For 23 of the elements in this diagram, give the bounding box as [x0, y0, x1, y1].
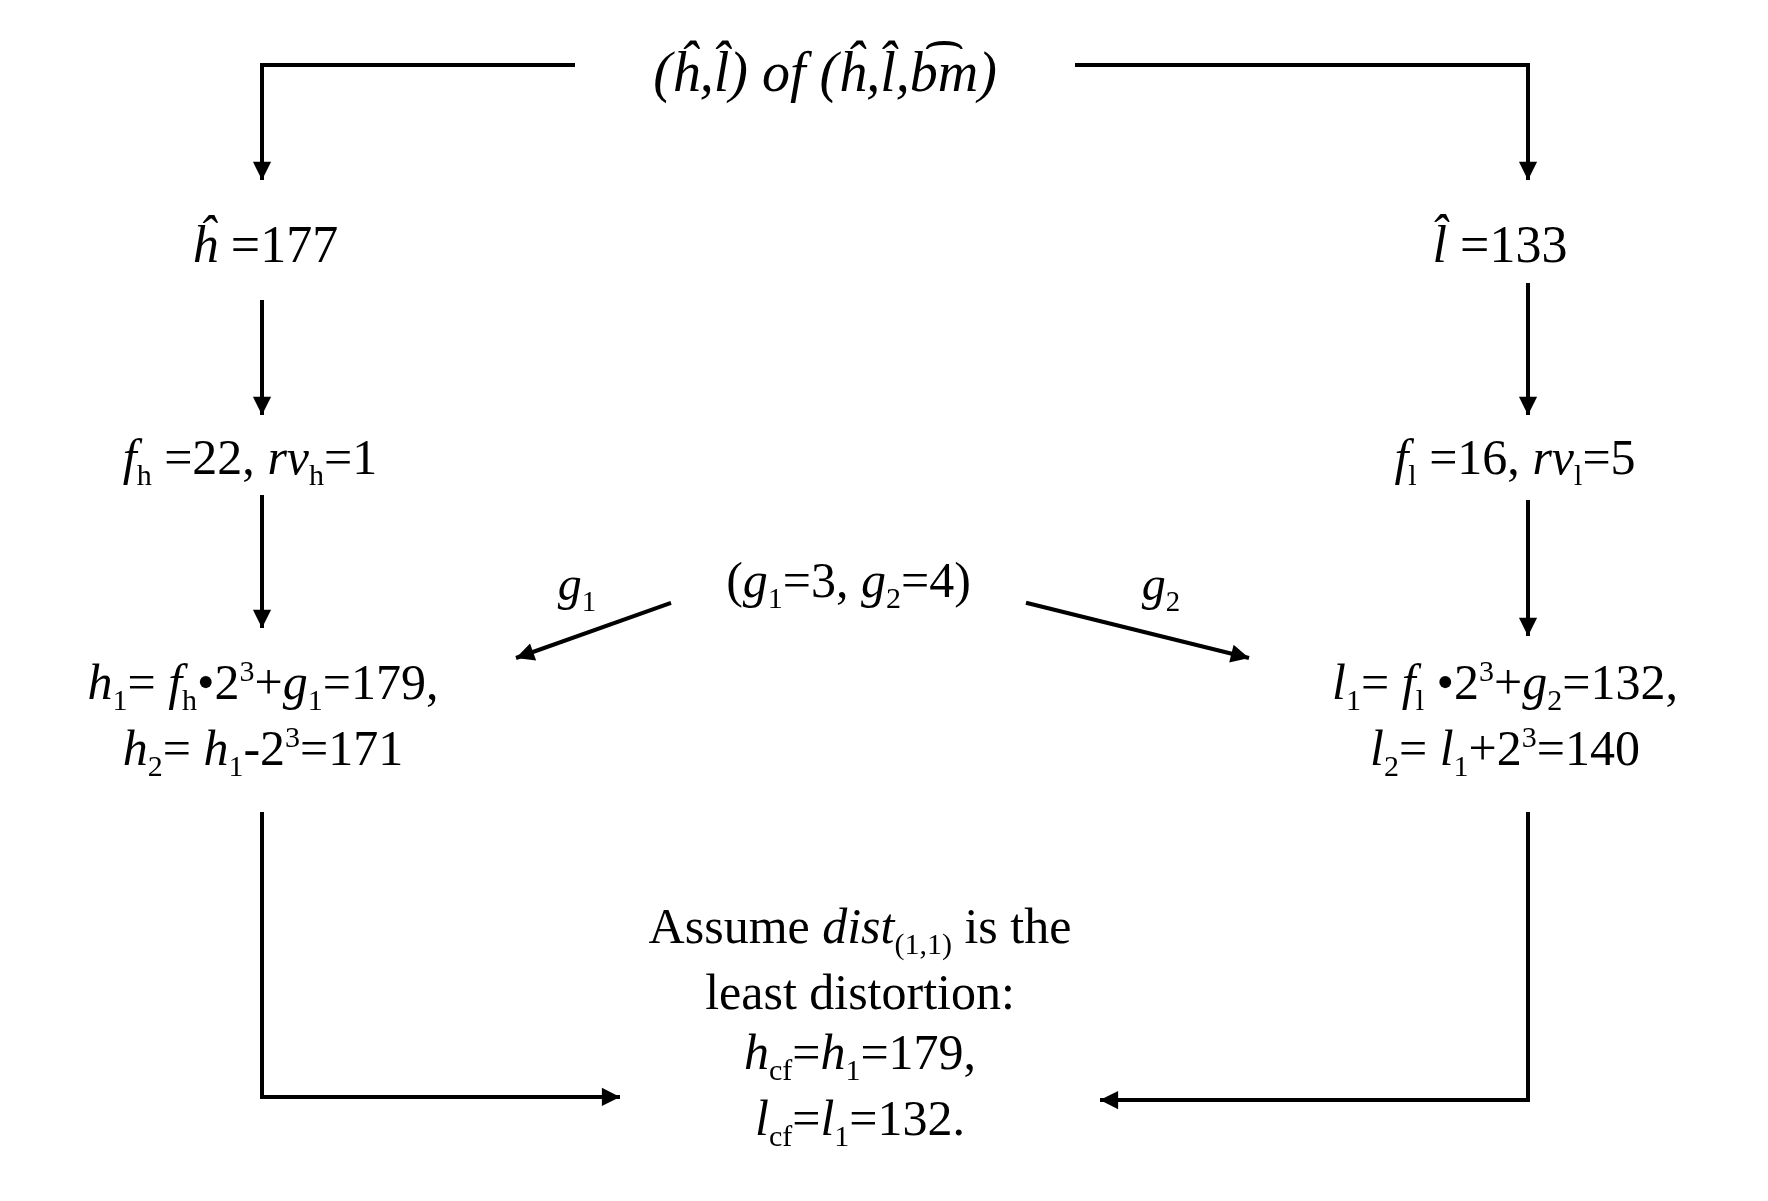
formula-text: (ĥ,l̂) of (ĥ,l̂,b͡m)	[653, 39, 997, 106]
formula-text: h$_{2}$= h$_{1}$-2$^{3}$=171	[122, 719, 404, 784]
formula-text: l$_{1}$= f$_{l}$ •2$^{3}$+g$_{2}$=132,	[1332, 653, 1678, 718]
arrow	[260, 812, 621, 1107]
formula-text: ĥ =177	[191, 214, 339, 275]
formula-text: f$_{h}$ =22, rv$_{h}$=1	[122, 428, 378, 493]
formula-text: h$_{cf}$=h$_{1}$=179,	[743, 1023, 977, 1088]
arrow	[252, 495, 272, 629]
formula-text: (g$_{1}$=3, g$_{2}$=4)	[726, 551, 971, 616]
formula-text: l$_{cf}$=l$_{1}$=132.	[755, 1089, 965, 1154]
formula-text: l$_{2}$= l$_{1}$+2$^{3}$=140	[1370, 719, 1640, 784]
arrow	[1518, 283, 1538, 416]
formula-text: l̂ =133	[1432, 213, 1568, 275]
formula-text: h$_{1}$= f$_{h}$•2$^{3}$+g$_{1}$=179,	[87, 653, 439, 718]
arrow	[1025, 600, 1250, 663]
arrow	[252, 63, 575, 181]
arrow	[515, 600, 672, 661]
formula-text: Assume dist$_{(1,1)}$ is the least distortion:	[647, 897, 1073, 1022]
arrow	[1518, 500, 1538, 637]
arrow	[252, 300, 272, 416]
formula-text: f$_{l}$ =16, rv$_{l}$=5	[1394, 428, 1636, 493]
arrow	[1075, 63, 1538, 181]
arrow	[1099, 812, 1530, 1110]
